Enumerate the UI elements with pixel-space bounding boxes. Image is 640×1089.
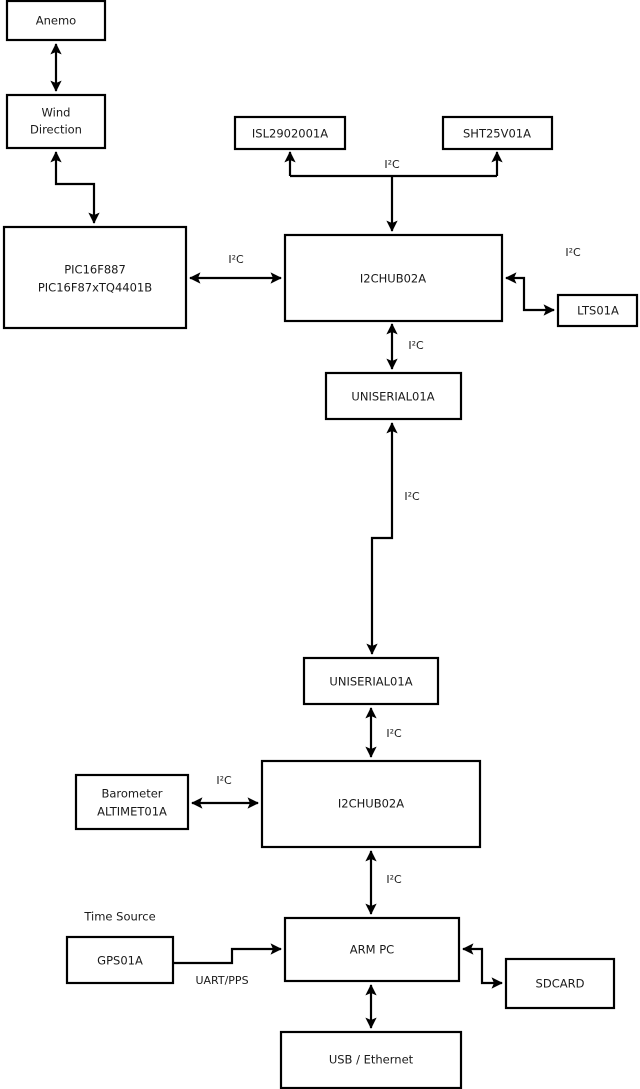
node-box[interactable]: [302, 656, 440, 706]
edge-path: [50, 151, 100, 224]
edge-path: [366, 422, 398, 655]
node-label: I2CHUB02A: [360, 272, 426, 286]
node-box[interactable]: [2, 225, 188, 330]
edge-path: [173, 943, 282, 965]
node-usb-ethernet[interactable]: USB / Ethernet: [279, 1030, 463, 1089]
node-label: UNISERIAL01A: [329, 675, 412, 689]
node-box[interactable]: [5, 0, 107, 42]
node-label: USB / Ethernet: [329, 1053, 414, 1067]
edge-label-uniserial-bottom-hub-bottom: I²C: [386, 727, 402, 740]
node-label-line2: PIC16F87xTQ4401B: [38, 281, 152, 295]
node-box[interactable]: [5, 93, 107, 150]
node-label: ISL2902001A: [252, 127, 328, 141]
node-box[interactable]: [65, 935, 175, 985]
edge-pic-wind-direction: [50, 151, 100, 224]
node-wind-direction[interactable]: Wind Direction: [5, 93, 107, 150]
node-box[interactable]: [283, 916, 461, 983]
edge-uniserial-top-uniserial-bottom: I²C: [366, 422, 420, 655]
node-label-line1: Barometer: [101, 787, 162, 801]
edge-barometer-hub-bottom: I²C: [191, 774, 259, 809]
label-time-source: Time Source: [83, 910, 155, 924]
node-label: SHT25V01A: [463, 127, 531, 141]
node-isl2902001a[interactable]: ISL2902001A: [233, 115, 347, 151]
node-sht25v01a[interactable]: SHT25V01A: [441, 115, 554, 151]
edge-label-pic-hub-top: I²C: [228, 253, 244, 266]
node-box[interactable]: [556, 293, 639, 328]
node-uniserial01a-top[interactable]: UNISERIAL01A: [324, 371, 463, 421]
edge-hub-top-sensor-bus: I²C: [284, 151, 503, 232]
node-i2chub02a-top[interactable]: I2CHUB02A: [283, 233, 504, 323]
node-label: GPS01A: [97, 954, 143, 968]
edge-path: [505, 272, 555, 316]
node-box[interactable]: [324, 371, 463, 421]
node-barometer-altimet01a[interactable]: Barometer ALTIMET01A: [74, 773, 190, 831]
node-anemo[interactable]: Anemo: [5, 0, 107, 42]
edge-hub-top-uniserial-top: I²C: [386, 323, 424, 370]
edge-label-hub-top-sensor-bus: I²C: [384, 158, 400, 171]
edge-pic-hub-top: I²C: [189, 253, 282, 284]
node-label: I2CHUB02A: [338, 797, 404, 811]
node-label-line1: Wind: [42, 106, 71, 120]
node-label: UNISERIAL01A: [351, 390, 434, 404]
node-label: Anemo: [36, 14, 76, 28]
node-arm-pc[interactable]: ARM PC: [283, 916, 461, 983]
node-label: LTS01A: [577, 304, 619, 318]
edge-hub-top-lts: I²C: [505, 246, 581, 316]
node-box[interactable]: [260, 759, 482, 849]
node-box[interactable]: [504, 957, 616, 1010]
node-uniserial01a-bottom[interactable]: UNISERIAL01A: [302, 656, 440, 706]
edge-label-uniserial-link: I²C: [404, 490, 420, 503]
node-gps01a[interactable]: GPS01A: [65, 935, 175, 985]
edge-label-hub-top-uniserial-top: I²C: [408, 339, 424, 352]
node-box[interactable]: [74, 773, 190, 831]
edge-arm-pc-sdcard: [462, 943, 503, 989]
edge-label-barometer-hub-bottom: I²C: [216, 774, 232, 787]
edge-uniserial-bottom-hub-bottom: I²C: [365, 707, 402, 758]
edge-hub-bottom-arm-pc: I²C: [365, 850, 402, 915]
edge-label-hub-bottom-arm-pc: I²C: [386, 873, 402, 886]
node-label: SDCARD: [536, 977, 585, 991]
node-label-line1: PIC16F887: [64, 263, 126, 277]
node-box[interactable]: [279, 1030, 463, 1089]
node-box[interactable]: [441, 115, 554, 151]
edge-gps-arm-pc: UART/PPS: [173, 943, 282, 987]
node-label: ARM PC: [350, 943, 394, 957]
node-pic-microcontroller[interactable]: PIC16F887 PIC16F87xTQ4401B: [2, 225, 188, 330]
node-label-line2: ALTIMET01A: [97, 805, 167, 819]
node-i2chub02a-bottom[interactable]: I2CHUB02A: [260, 759, 482, 849]
node-sdcard[interactable]: SDCARD: [504, 957, 616, 1010]
node-box[interactable]: [233, 115, 347, 151]
edge-label-hub-top-lts: I²C: [565, 246, 581, 259]
node-label-line2: Direction: [30, 123, 82, 137]
edge-label-gps-arm-pc: UART/PPS: [195, 974, 248, 987]
edge-path: [462, 943, 503, 989]
node-box[interactable]: [283, 233, 504, 323]
node-lts01a[interactable]: LTS01A: [556, 293, 639, 328]
